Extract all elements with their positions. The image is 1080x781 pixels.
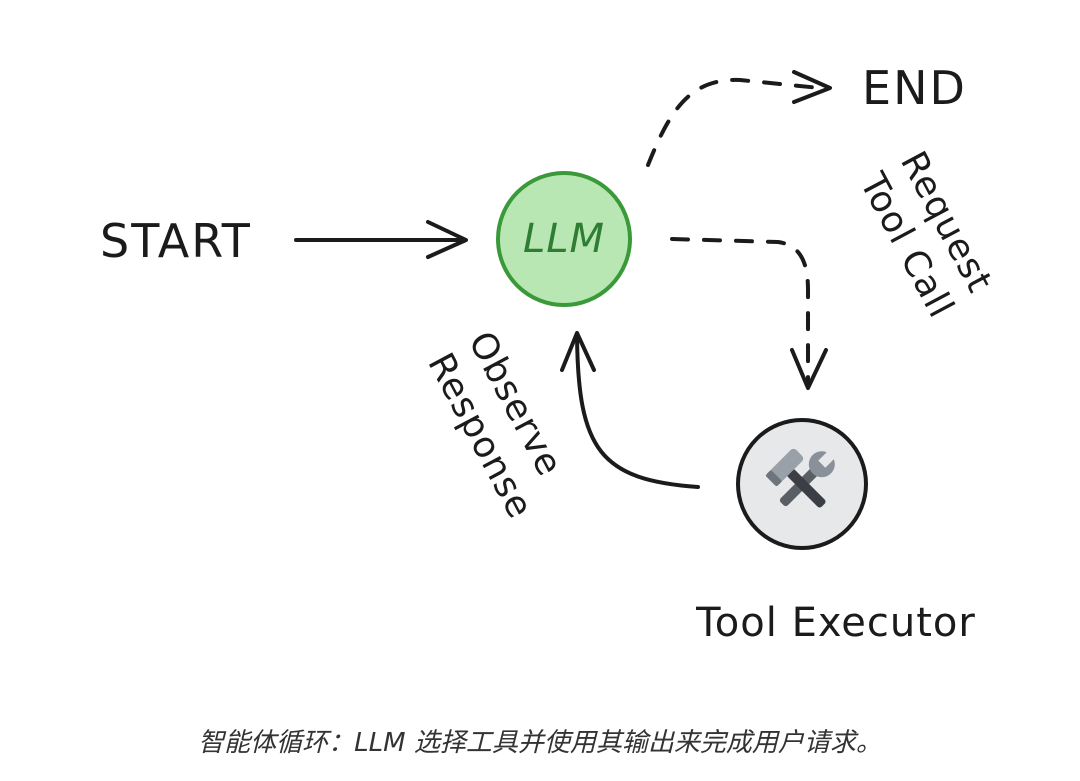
hammer-and-wrench-icon bbox=[766, 448, 837, 508]
start-to-llm-arrow bbox=[294, 220, 468, 259]
llm-to-end-arrow bbox=[646, 70, 832, 167]
llm-to-tool-arrow bbox=[670, 237, 828, 390]
request-tool-call-label: Request Tool Call bbox=[851, 145, 1000, 325]
start-label: START bbox=[100, 214, 252, 268]
tool-to-llm-arrow bbox=[560, 331, 700, 489]
end-label: END bbox=[862, 61, 967, 115]
llm-label: LLM bbox=[523, 216, 605, 262]
observe-response-label: Observe Response bbox=[419, 325, 570, 526]
llm-node: LLM bbox=[496, 171, 632, 307]
llm-circle bbox=[496, 171, 632, 307]
tool-executor-node bbox=[736, 418, 868, 550]
tool-executor-label: Tool Executor bbox=[695, 600, 976, 646]
figure-caption: 智能体循环：LLM 选择工具并使用其输出来完成用户请求。 bbox=[198, 728, 882, 758]
